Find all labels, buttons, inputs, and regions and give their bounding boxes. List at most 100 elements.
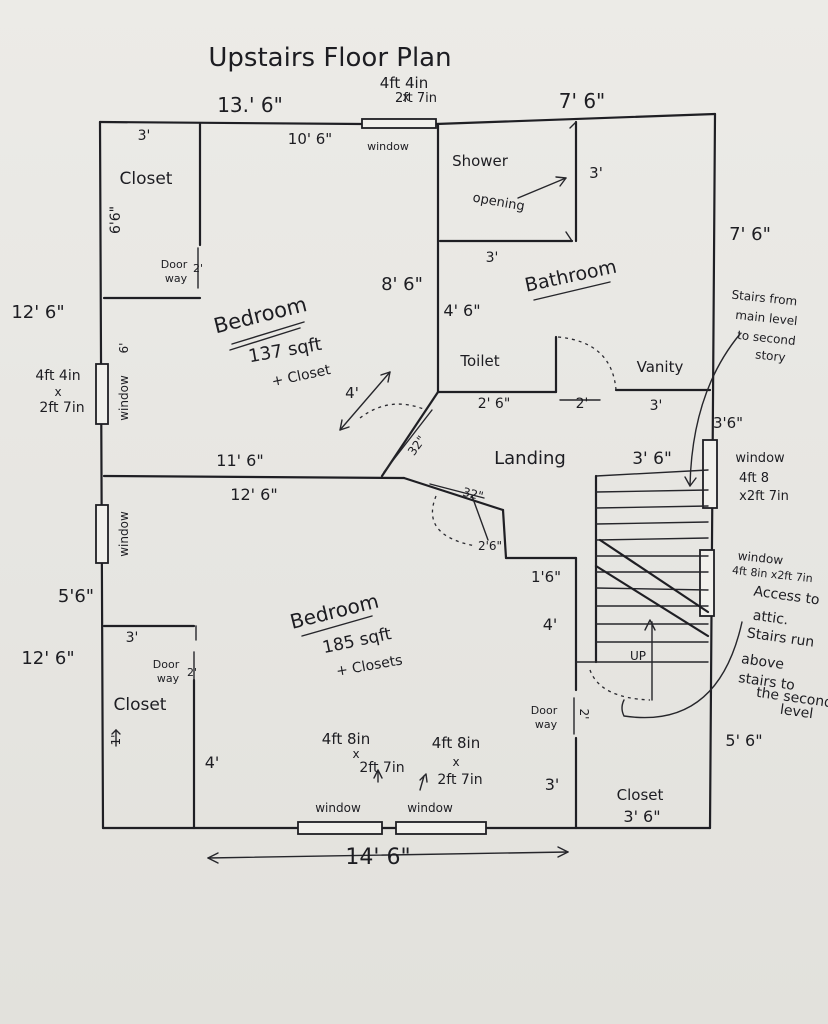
bathroom-underline	[533, 281, 611, 301]
dim-shower-depth: 3'	[589, 164, 603, 182]
window-right-lower-size: 4ft 8in x2ft 7in	[731, 564, 813, 585]
doorway-bottom-right-label-a: Door	[531, 704, 558, 717]
window-left-upper-label: window	[117, 375, 131, 421]
bedroom-bottom-note: + Closets	[335, 652, 404, 679]
dim-shower-width: 3'	[486, 250, 499, 266]
doorway-bottom-left-label-a: Door	[153, 658, 180, 671]
bedroom-top-area: 137 sqft	[247, 334, 323, 368]
dim-left-small: 5'6"	[58, 586, 94, 607]
dim-door-swing-4: 4'	[345, 384, 359, 402]
stairs-up-label: UP	[630, 649, 646, 663]
door-swings	[359, 336, 617, 547]
bathroom-name: Bathroom	[523, 256, 619, 297]
vanity-name: Vanity	[637, 358, 684, 376]
note-stairs-from-2: main level	[735, 308, 798, 328]
note-attic-1: Access to	[753, 583, 821, 608]
bedroom-top-name: Bedroom	[211, 292, 309, 338]
window-top-x: x	[402, 90, 409, 104]
dim-closet-bottom-width: 3'	[126, 630, 139, 646]
dim-toilet-depth: 4' 6"	[443, 301, 480, 320]
dim-top-right: 7' 6"	[559, 89, 606, 113]
dim-landing-1-6: 1'6"	[531, 568, 561, 586]
doorway-bottom-right-label-b: way	[535, 718, 558, 731]
note-attic-5: stairs to	[737, 670, 795, 694]
window-top-size-a: 4ft 4in	[380, 74, 428, 92]
window-bottom-1-label: window	[315, 801, 361, 815]
bedroom-bottom-underline	[301, 615, 373, 637]
dimension-arrows	[111, 176, 743, 864]
note-attic-7: level	[779, 702, 814, 722]
window-right-lower-label: window	[737, 549, 784, 568]
dim-landing-4: 4'	[543, 615, 558, 634]
outer-walls	[98, 112, 717, 830]
closet-bottom-right-size: 3' 6"	[623, 807, 660, 826]
dim-closet-bottom-depth: 4'	[205, 753, 220, 772]
note-attic-3: Stairs run	[746, 625, 815, 650]
window-bottom-1-size-a: 4ft 8in	[322, 730, 370, 748]
dim-closet-top-depth: 6'6"	[108, 206, 124, 234]
window-top-size-b: 2ft 7in	[395, 91, 437, 106]
dim-door-diag-2: 32"	[461, 485, 485, 504]
note-stairs-from-4: story	[755, 347, 787, 364]
dim-closet-top-width: 3'	[138, 128, 151, 144]
shower-opening: opening	[471, 191, 525, 215]
window-left-size-a: 4ft 4in	[35, 368, 80, 384]
window-bottom-2-size-b: 2ft 7in	[437, 772, 482, 788]
doorway-top-size: 2'	[193, 262, 203, 275]
doorway-top-label-a: Door	[161, 258, 188, 271]
window-left-lower-label: window	[117, 511, 131, 557]
toilet-name: Toilet	[459, 352, 499, 370]
dim-door-2-6: 2'6"	[478, 539, 502, 553]
dim-top-left: 13.' 6"	[217, 93, 283, 117]
window-right-upper	[702, 439, 718, 509]
dim-closet-right-3: 3'	[545, 775, 560, 794]
note-stairs-from-1: Stairs from	[731, 288, 798, 309]
window-left-lower	[95, 504, 109, 564]
window-bottom-1	[297, 821, 383, 835]
shower-name: Shower	[452, 152, 509, 170]
doorway-bottom-left-size: 2'	[187, 666, 197, 679]
dim-bottom-width: 14' 6"	[345, 845, 410, 870]
dim-bedroom-bottom-top-wall: 12' 6"	[230, 485, 277, 504]
page-title: Upstairs Floor Plan	[208, 43, 451, 73]
bedroom-top-underline	[231, 321, 305, 345]
interior-walls	[102, 120, 712, 830]
window-left-x: x	[54, 385, 61, 399]
window-left-upper	[95, 363, 109, 425]
dim-bath-height: 8' 6"	[381, 274, 423, 295]
dim-toilet-width: 2' 6"	[478, 396, 511, 412]
dim-window-side: 6'	[117, 343, 131, 354]
window-bottom-2-size-a: 4ft 8in	[432, 734, 480, 752]
closet-top-left-name: Closet	[120, 169, 173, 189]
dim-right-lower: 5' 6"	[725, 731, 762, 750]
window-bottom-1-size-b: 2ft 7in	[359, 760, 404, 776]
doorway-bottom-right-size: 2'	[577, 709, 591, 720]
doorway-top-label-b: way	[165, 272, 188, 285]
window-left-size-b: 2ft 7in	[39, 400, 84, 416]
note-attic-2: attic.	[752, 608, 789, 629]
window-bottom-2	[395, 821, 487, 835]
bedroom-top-underline-2	[229, 327, 301, 351]
dim-bedroom-top-bottom-wall: 11' 6"	[216, 451, 263, 470]
note-attic-4: above	[740, 651, 785, 673]
dim-vanity-width: 3'	[650, 398, 663, 414]
dim-left-upper: 12' 6"	[11, 302, 64, 323]
bedroom-bottom-area: 185 sqft	[321, 624, 394, 658]
dim-left-lower: 12' 6"	[21, 648, 74, 669]
note-stairs-from-3: to second	[737, 328, 797, 348]
dim-bedroom-top-inner: 10' 6"	[288, 130, 332, 148]
window-top	[361, 118, 437, 129]
dim-stair-window-offset: 3'6"	[713, 414, 743, 432]
window-right-upper-label: window	[735, 451, 785, 466]
closet-bottom-left-name: Closet	[114, 695, 167, 715]
staircase	[575, 469, 710, 701]
window-right-upper-size-a: 4ft 8	[739, 471, 769, 486]
window-right-upper-size-b: x2ft 7in	[739, 489, 789, 504]
window-bottom-2-x: x	[452, 755, 459, 769]
window-right-lower	[699, 549, 715, 617]
dim-closet-side: 1'	[109, 735, 123, 746]
window-bottom-2-label: window	[407, 801, 453, 815]
dim-right-upper: 7' 6"	[729, 224, 771, 245]
landing-name: Landing	[494, 448, 566, 469]
